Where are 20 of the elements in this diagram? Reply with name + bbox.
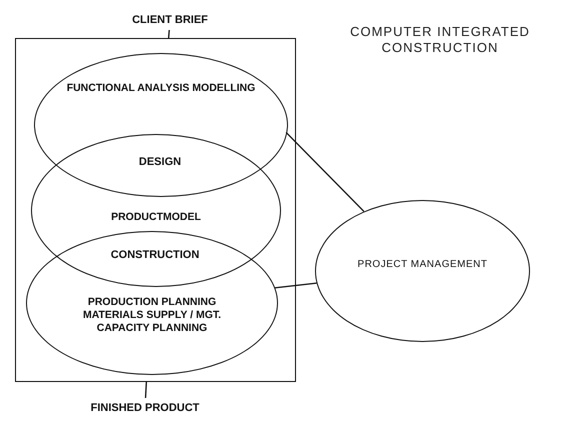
node-text: CAPACITY PLANNING (96, 322, 208, 336)
node-text: PRODUCTMODEL (111, 211, 201, 224)
connector-line (286, 132, 364, 212)
connector-line (274, 282, 317, 289)
node-text: MATERIALS SUPPLY / MGT. (82, 309, 222, 322)
process-ellipse (315, 200, 530, 342)
node-text: FUNCTIONAL ANALYSIS MODELLING (66, 82, 256, 96)
flow-label: FINISHED PRODUCT (60, 398, 230, 418)
diagram-title: COMPUTER INTEGRATED CONSTRUCTION (349, 24, 531, 56)
overlap-label: DESIGN (138, 156, 182, 168)
connector-line (144, 382, 148, 398)
process-ellipse (31, 134, 281, 287)
node-text: PRODUCTION PLANNING (88, 296, 216, 310)
connector-line (168, 30, 170, 38)
node-text: PROJECT MANAGEMENT (358, 259, 488, 272)
process-ellipse (26, 231, 278, 375)
overlap-label: CONSTRUCTION (110, 249, 200, 261)
process-ellipse (34, 53, 288, 197)
flow-label: CLIENT BRIEF (110, 10, 230, 30)
process-frame (15, 38, 296, 382)
